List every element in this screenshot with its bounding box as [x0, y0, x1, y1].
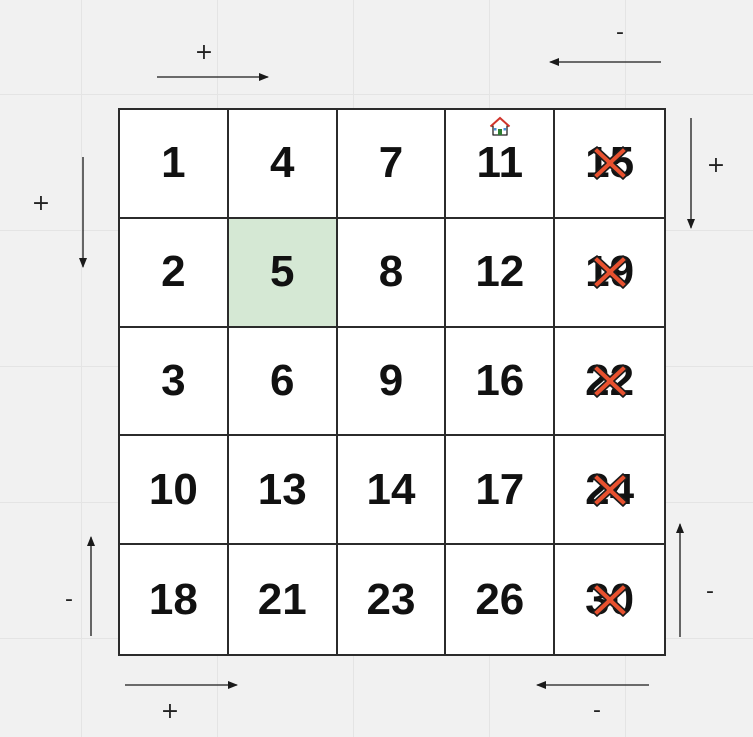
cell-number: 8 [378, 247, 404, 297]
cell-number: 18 [148, 574, 198, 624]
sign-bottom-left: + [160, 699, 180, 724]
cell-number: 9 [378, 355, 404, 405]
sign-top-right: - [616, 20, 624, 45]
house-icon [489, 116, 510, 136]
grid-cell: 15 [555, 110, 664, 219]
grid-cell: 21 [228, 545, 338, 654]
sign-left-top: + [31, 191, 51, 216]
grid-cell: 19 [555, 218, 664, 328]
cell-number: 10 [148, 464, 198, 514]
x-icon [591, 364, 628, 398]
grid-cell: 10 [120, 436, 229, 546]
grid-cell: 24 [555, 436, 664, 546]
cell-number: 14 [366, 464, 416, 514]
sign-right-top: + [706, 153, 726, 178]
grid-cell: 30 [555, 545, 664, 654]
cell-number: 5 [269, 247, 295, 297]
cell-number: 16 [475, 355, 525, 405]
grid-cell: 8 [337, 218, 447, 328]
x-icon [591, 255, 628, 289]
cell-number: 3 [161, 355, 186, 405]
grid-cell: 13 [228, 436, 338, 546]
grid-cell: 2 [120, 218, 229, 328]
grid-cell: 3 [120, 327, 229, 437]
grid-cell: 11 [446, 110, 556, 219]
grid-cell: 18 [120, 545, 229, 654]
grid-cell: 17 [446, 436, 556, 546]
grid-cell: 12 [446, 218, 556, 328]
grid-cell: 4 [228, 110, 338, 219]
grid-cell: 23 [337, 545, 447, 654]
grid-cell: 22 [555, 327, 664, 437]
sign-left-bottom: - [65, 587, 73, 612]
cell-number: 6 [269, 355, 295, 405]
x-icon [591, 146, 628, 181]
grid-cell: 26 [446, 545, 556, 654]
cell-number: 11 [476, 138, 524, 188]
sign-right-bottom: - [706, 579, 714, 604]
number-grid: 1471115258121936916221013141724182123263… [118, 108, 666, 656]
x-icon [591, 472, 628, 507]
cell-number: 17 [475, 464, 525, 514]
cell-number: 21 [257, 574, 307, 624]
cell-number: 1 [161, 138, 186, 188]
grid-cell: 7 [337, 110, 447, 219]
cell-number: 13 [257, 464, 307, 514]
grid-cell: 1 [120, 110, 229, 219]
grid-cell: 16 [446, 327, 556, 437]
cell-number: 26 [475, 574, 525, 624]
cell-number: 23 [366, 574, 416, 624]
grid-cell: 6 [228, 327, 338, 437]
grid-cell: 9 [337, 327, 447, 437]
cell-number: 2 [161, 247, 186, 297]
cell-number: 4 [269, 138, 295, 188]
x-icon [591, 582, 628, 617]
cell-number: 7 [378, 138, 404, 188]
cell-number: 12 [475, 247, 525, 297]
grid-cell: 14 [337, 436, 447, 546]
sign-bottom-right: - [593, 698, 601, 723]
grid-cell: 5 [228, 218, 338, 328]
sign-top-left: + [194, 40, 214, 65]
